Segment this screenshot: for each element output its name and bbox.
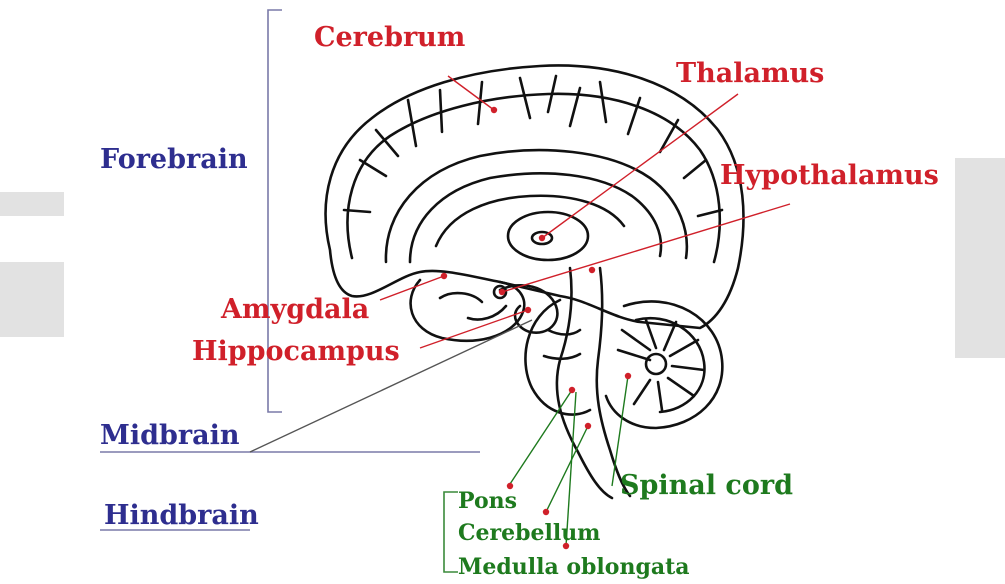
region-brackets [100, 10, 480, 572]
hindbrain-bracket [444, 492, 458, 572]
label-forebrain: Forebrain [100, 144, 248, 175]
label-hindbrain: Hindbrain [104, 500, 259, 531]
thalamus-shape [508, 212, 588, 260]
label-spinal-cord: Spinal cord [620, 470, 793, 501]
label-medulla-oblongata: Medulla oblongata [458, 554, 690, 580]
label-cerebrum: Cerebrum [314, 22, 465, 53]
label-midbrain: Midbrain [100, 420, 240, 451]
cortex-band [348, 94, 720, 262]
label-pons: Pons [458, 488, 517, 514]
label-hippocampus: Hippocampus [192, 336, 400, 367]
label-cerebellum: Cerebellum [458, 520, 600, 546]
label-hypothalamus: Hypothalamus [720, 160, 939, 191]
label-thalamus: Thalamus [676, 58, 824, 89]
label-amygdala: Amygdala [220, 294, 369, 325]
